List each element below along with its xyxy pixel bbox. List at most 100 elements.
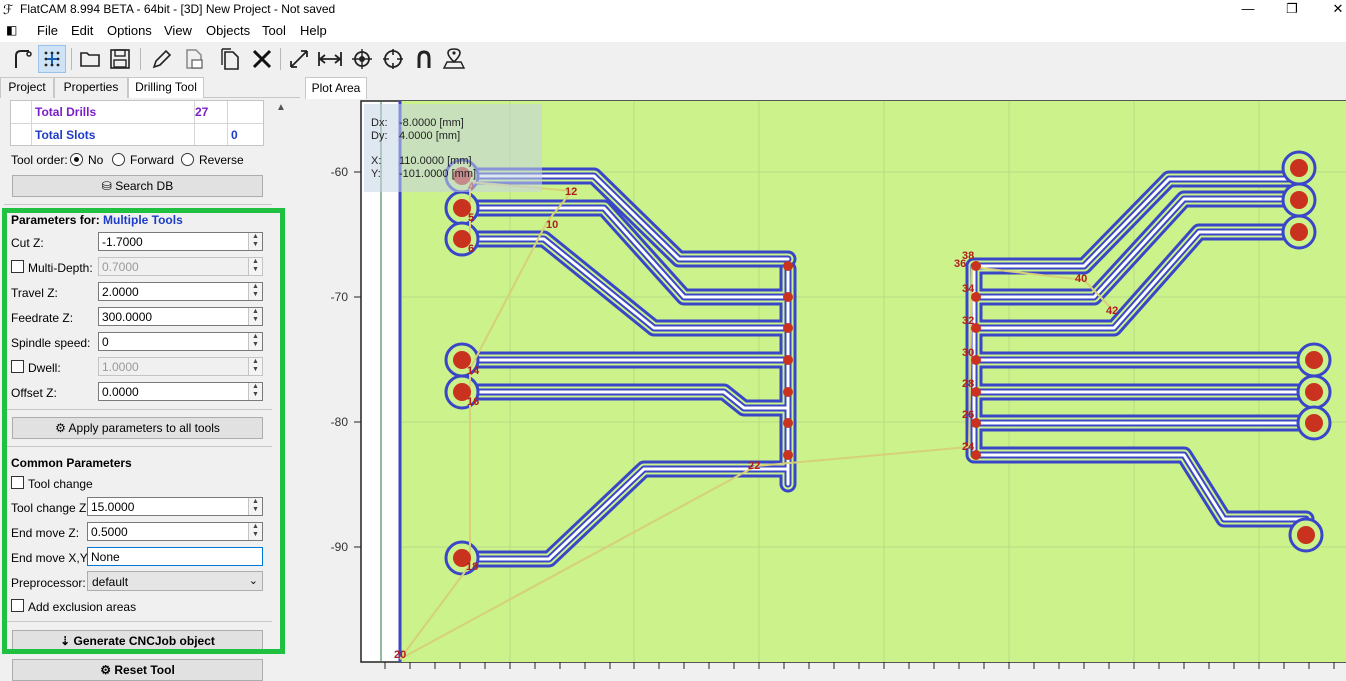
offset-z-label: Offset Z: bbox=[11, 386, 57, 400]
menu-objects[interactable]: Objects bbox=[206, 23, 251, 38]
tab-drilling-tool[interactable]: Drilling Tool bbox=[128, 77, 204, 99]
locate-icon[interactable] bbox=[440, 45, 468, 73]
drill-label: 20 bbox=[394, 649, 406, 661]
drill-label: 26 bbox=[962, 409, 974, 421]
parameters-heading-value: Multiple Tools bbox=[103, 213, 183, 227]
magnet-icon[interactable] bbox=[410, 45, 438, 73]
dy-value: 4.0000 [mm] bbox=[399, 130, 460, 142]
generate-cncjob-button[interactable]: ⇣ Generate CNCJob object bbox=[12, 630, 263, 652]
tab-properties[interactable]: Properties bbox=[54, 77, 128, 98]
y-tick-label: -70 bbox=[331, 290, 349, 304]
exclusion-areas-label: Add exclusion areas bbox=[28, 600, 137, 614]
apply-params-icon: ⚙ bbox=[55, 421, 66, 435]
apply-params-button[interactable]: ⚙ Apply parameters to all tools bbox=[12, 417, 263, 439]
tool-order-no-radio[interactable] bbox=[70, 153, 83, 166]
reset-tool-button[interactable]: ⚙ Reset Tool bbox=[12, 659, 263, 681]
snap-grid-icon[interactable] bbox=[38, 45, 66, 73]
menu-options[interactable]: Options bbox=[107, 23, 152, 38]
x-value: 110.0000 [mm] bbox=[399, 155, 472, 167]
tool-order-no-label: No bbox=[88, 153, 104, 167]
target-icon[interactable] bbox=[348, 45, 376, 73]
drill-label: 14 bbox=[467, 365, 480, 377]
flatcam-logo-icon: ℱ bbox=[3, 2, 14, 17]
preprocessor-select[interactable]: default⌄ bbox=[87, 571, 263, 591]
spindle-speed-spinbox[interactable]: 0▲▼ bbox=[98, 332, 263, 351]
dx-value: -8.0000 [mm] bbox=[399, 117, 464, 129]
drill-label: 34 bbox=[962, 283, 975, 295]
menu-help[interactable]: Help bbox=[300, 23, 327, 38]
end-move-z-spinbox[interactable]: 0.5000▲▼ bbox=[87, 522, 263, 541]
search-db-button[interactable]: ⛁ Search DB bbox=[12, 175, 263, 197]
drill-label: 22 bbox=[748, 460, 760, 472]
y-label: Y: bbox=[371, 168, 381, 180]
scroll-up-icon[interactable]: ▲ bbox=[276, 102, 286, 113]
drill-label: 38 bbox=[962, 250, 974, 262]
offset-z-spinbox[interactable]: 0.0000▲▼ bbox=[98, 382, 263, 401]
tab-plot-area[interactable]: Plot Area bbox=[305, 77, 367, 99]
multi-depth-checkbox[interactable] bbox=[11, 260, 24, 273]
copy-icon[interactable] bbox=[216, 45, 244, 73]
menu-edit[interactable]: Edit bbox=[71, 23, 94, 38]
end-move-xy-input[interactable]: None bbox=[87, 547, 263, 566]
preprocessor-label: Preprocessor: bbox=[11, 576, 86, 590]
cut-z-spinbox[interactable]: -1.7000▲▼ bbox=[98, 232, 263, 251]
toolbar bbox=[0, 42, 1346, 76]
y-tick-label: -80 bbox=[331, 415, 349, 429]
cut-z-label: Cut Z: bbox=[11, 236, 44, 250]
edit-pencil-icon[interactable] bbox=[148, 45, 176, 73]
drill-label: 5 bbox=[468, 212, 474, 224]
tool-change-z-spinbox[interactable]: 15.0000▲▼ bbox=[87, 497, 263, 516]
dwell-checkbox[interactable] bbox=[11, 360, 24, 373]
tool-order-forward-radio[interactable] bbox=[112, 153, 125, 166]
delete-icon[interactable] bbox=[248, 45, 276, 73]
feedrate-z-spinbox[interactable]: 300.0000▲▼ bbox=[98, 307, 263, 326]
drill-label: 16 bbox=[467, 396, 479, 408]
tool-order-forward-label: Forward bbox=[130, 153, 175, 167]
travel-z-label: Travel Z: bbox=[11, 286, 58, 300]
menu-bar: ◧ File Edit Options View Objects Tool He… bbox=[0, 20, 1346, 42]
menu-toggle-icon[interactable]: ◧ bbox=[6, 23, 18, 37]
multi-depth-spinbox[interactable]: 0.7000▲▼ bbox=[98, 257, 263, 276]
notebook-tabs: Project Properties Drilling Tool bbox=[0, 77, 300, 99]
menu-tool[interactable]: Tool bbox=[262, 23, 286, 38]
dy-label: Dy: bbox=[371, 130, 388, 142]
minimize-button[interactable]: — bbox=[1241, 1, 1255, 16]
save-as-icon[interactable] bbox=[180, 45, 208, 73]
open-folder-icon[interactable] bbox=[76, 45, 104, 73]
distance-icon[interactable] bbox=[316, 45, 344, 73]
menu-file[interactable]: File bbox=[37, 23, 58, 38]
resize-icon[interactable] bbox=[285, 45, 313, 73]
end-move-xy-label: End move X,Y: bbox=[11, 551, 91, 565]
dwell-spinbox[interactable]: 1.0000▲▼ bbox=[98, 357, 263, 376]
y-value: -101.0000 [mm] bbox=[399, 168, 476, 180]
multi-depth-label: Multi-Depth: bbox=[28, 261, 93, 275]
open-gerber-icon[interactable] bbox=[8, 45, 36, 73]
end-move-z-label: End move Z: bbox=[11, 526, 80, 540]
close-window-button[interactable]: ✕ bbox=[1332, 1, 1344, 16]
tool-order-reverse-label: Reverse bbox=[199, 153, 244, 167]
maximize-button[interactable]: ❐ bbox=[1286, 1, 1298, 16]
total-slots-label: Total Slots bbox=[35, 128, 96, 142]
common-params-heading: Common Parameters bbox=[11, 456, 132, 470]
plot-area[interactable]: 4 5 6 12 10 14 16 18 20 22 24 26 28 30 3… bbox=[304, 99, 1346, 672]
y-tick-label: -90 bbox=[331, 540, 349, 554]
exclusion-areas-checkbox[interactable] bbox=[11, 599, 24, 612]
menu-view[interactable]: View bbox=[164, 23, 192, 38]
tool-order-reverse-radio[interactable] bbox=[181, 153, 194, 166]
tab-project[interactable]: Project bbox=[0, 77, 54, 98]
save-icon[interactable] bbox=[106, 45, 134, 73]
panel-scrollbar[interactable]: ▲ bbox=[273, 100, 290, 672]
total-slots-value: 0 bbox=[231, 128, 238, 142]
drill-label: 12 bbox=[565, 186, 577, 198]
total-drills-value: 27 bbox=[195, 105, 209, 119]
drill-summary-table: Total Drills 27 Total Slots 0 bbox=[10, 100, 264, 146]
travel-z-spinbox[interactable]: 2.0000▲▼ bbox=[98, 282, 263, 301]
parameters-heading: Parameters for: bbox=[11, 213, 100, 227]
dx-label: Dx: bbox=[371, 117, 388, 129]
drill-label: 42 bbox=[1106, 305, 1118, 317]
tool-change-checkbox[interactable] bbox=[11, 476, 24, 489]
drill-label: 10 bbox=[546, 219, 558, 231]
origin-icon[interactable] bbox=[379, 45, 407, 73]
window-title: FlatCAM 8.994 BETA - 64bit - [3D] New Pr… bbox=[20, 2, 336, 16]
drill-label: 40 bbox=[1075, 273, 1087, 285]
